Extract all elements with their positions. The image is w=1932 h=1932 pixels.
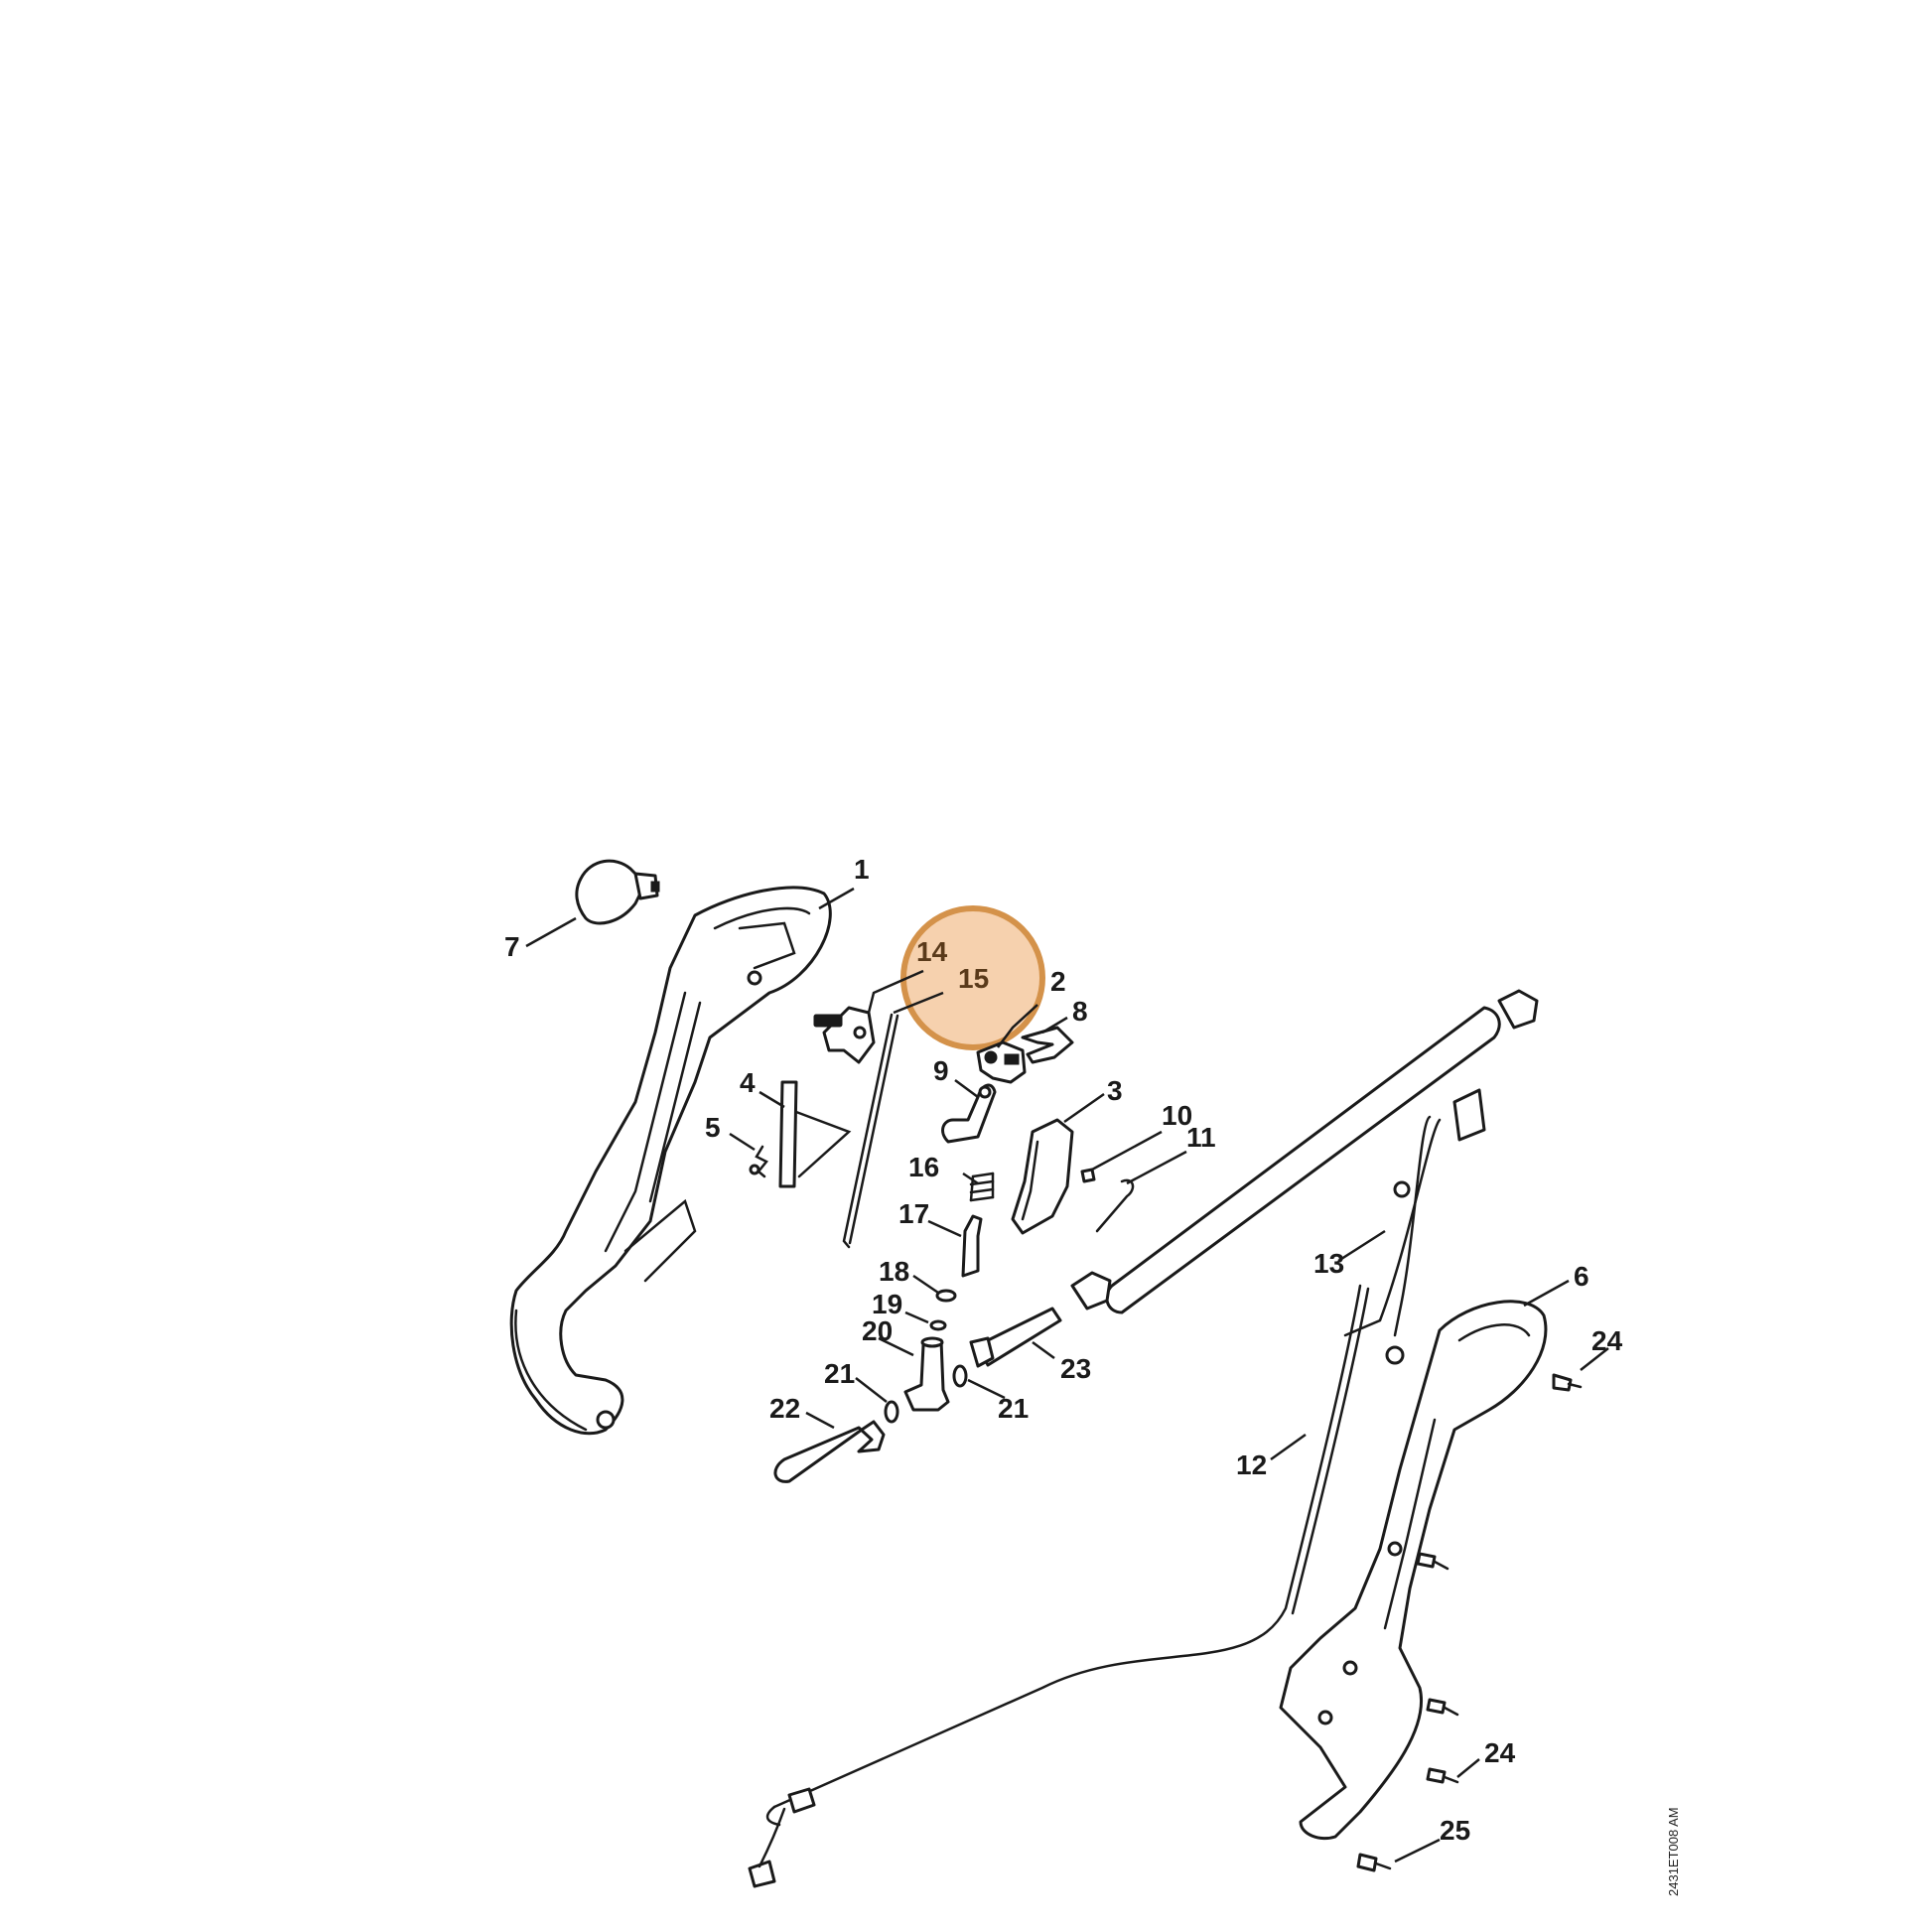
callout-17: 17 <box>898 1198 929 1229</box>
part-20-fitting <box>903 1336 950 1412</box>
callout-15: 15 <box>958 963 989 994</box>
callout-7: 7 <box>504 931 520 962</box>
part-19-oring <box>929 1319 947 1331</box>
callout-10: 10 <box>1162 1100 1192 1131</box>
highlight-marker <box>900 905 1045 1050</box>
part-24-screw-lower <box>1426 1767 1459 1784</box>
callout-3: 3 <box>1107 1075 1123 1106</box>
callout-6: 6 <box>1574 1261 1589 1292</box>
callout-9: 9 <box>933 1055 949 1086</box>
leader-lines <box>525 887 1609 1863</box>
callout-20: 20 <box>862 1315 893 1346</box>
callout-21-left: 21 <box>824 1358 855 1389</box>
part-21-orings <box>884 1364 968 1424</box>
callout-5: 5 <box>705 1112 721 1143</box>
hose-clamp-lower <box>1070 1271 1112 1311</box>
part-11-spring <box>1095 1178 1135 1233</box>
screw-mid-1 <box>1416 1552 1449 1571</box>
callout-21-right: 21 <box>998 1393 1029 1424</box>
part-1-handle-housing-left <box>509 886 832 1436</box>
callout-4: 4 <box>740 1067 756 1098</box>
part-22-bolt <box>773 1420 886 1483</box>
part-4-slide <box>778 1080 852 1188</box>
callout-8: 8 <box>1072 996 1088 1027</box>
screw-mid-2 <box>1426 1698 1459 1717</box>
callout-12: 12 <box>1236 1449 1267 1480</box>
hose-clamp-upper <box>1497 989 1539 1030</box>
part-23-connector <box>969 1307 1062 1368</box>
part-18-oring <box>935 1289 957 1303</box>
part-24-screw-upper <box>1552 1373 1583 1392</box>
callout-13: 13 <box>1313 1248 1344 1279</box>
callout-25: 25 <box>1440 1815 1470 1846</box>
part-16-spring <box>969 1172 995 1202</box>
callout-11: 11 <box>1186 1122 1216 1153</box>
callout-19: 19 <box>872 1289 902 1319</box>
callout-16: 16 <box>908 1152 939 1182</box>
part-6-handle-housing-right <box>1279 1300 1548 1841</box>
part-10-pin <box>1080 1168 1096 1183</box>
part-9-lever <box>941 1083 997 1144</box>
callout-labels: 1 7 14 15 2 8 3 10 11 4 5 9 16 17 18 19 … <box>504 854 1623 1846</box>
part-17-valve-stem <box>961 1214 983 1278</box>
part-3-cover <box>1011 1118 1074 1235</box>
callout-23: 23 <box>1060 1353 1091 1384</box>
part-8-lock-lever <box>1021 1026 1074 1064</box>
part-13-wiring <box>1343 1088 1486 1365</box>
reference-code: 2431ET008 AM <box>1666 1807 1681 1896</box>
callout-24-upper: 24 <box>1591 1325 1623 1356</box>
part-12-cable <box>748 1284 1370 1888</box>
part-14-trigger <box>813 1006 876 1064</box>
part-2-throttle-lever <box>976 1040 1027 1084</box>
callout-2: 2 <box>1050 966 1066 997</box>
callout-18: 18 <box>879 1256 909 1287</box>
callout-14: 14 <box>916 936 948 967</box>
callout-1: 1 <box>854 854 870 885</box>
part-15-throttle-rod <box>842 1013 899 1249</box>
part-7-knob <box>575 859 660 925</box>
part-5-spring <box>749 1145 768 1178</box>
callout-22: 22 <box>769 1393 800 1424</box>
fuel-hose <box>1105 1006 1501 1314</box>
callout-24-lower: 24 <box>1484 1737 1516 1768</box>
part-25-screw <box>1356 1853 1392 1872</box>
